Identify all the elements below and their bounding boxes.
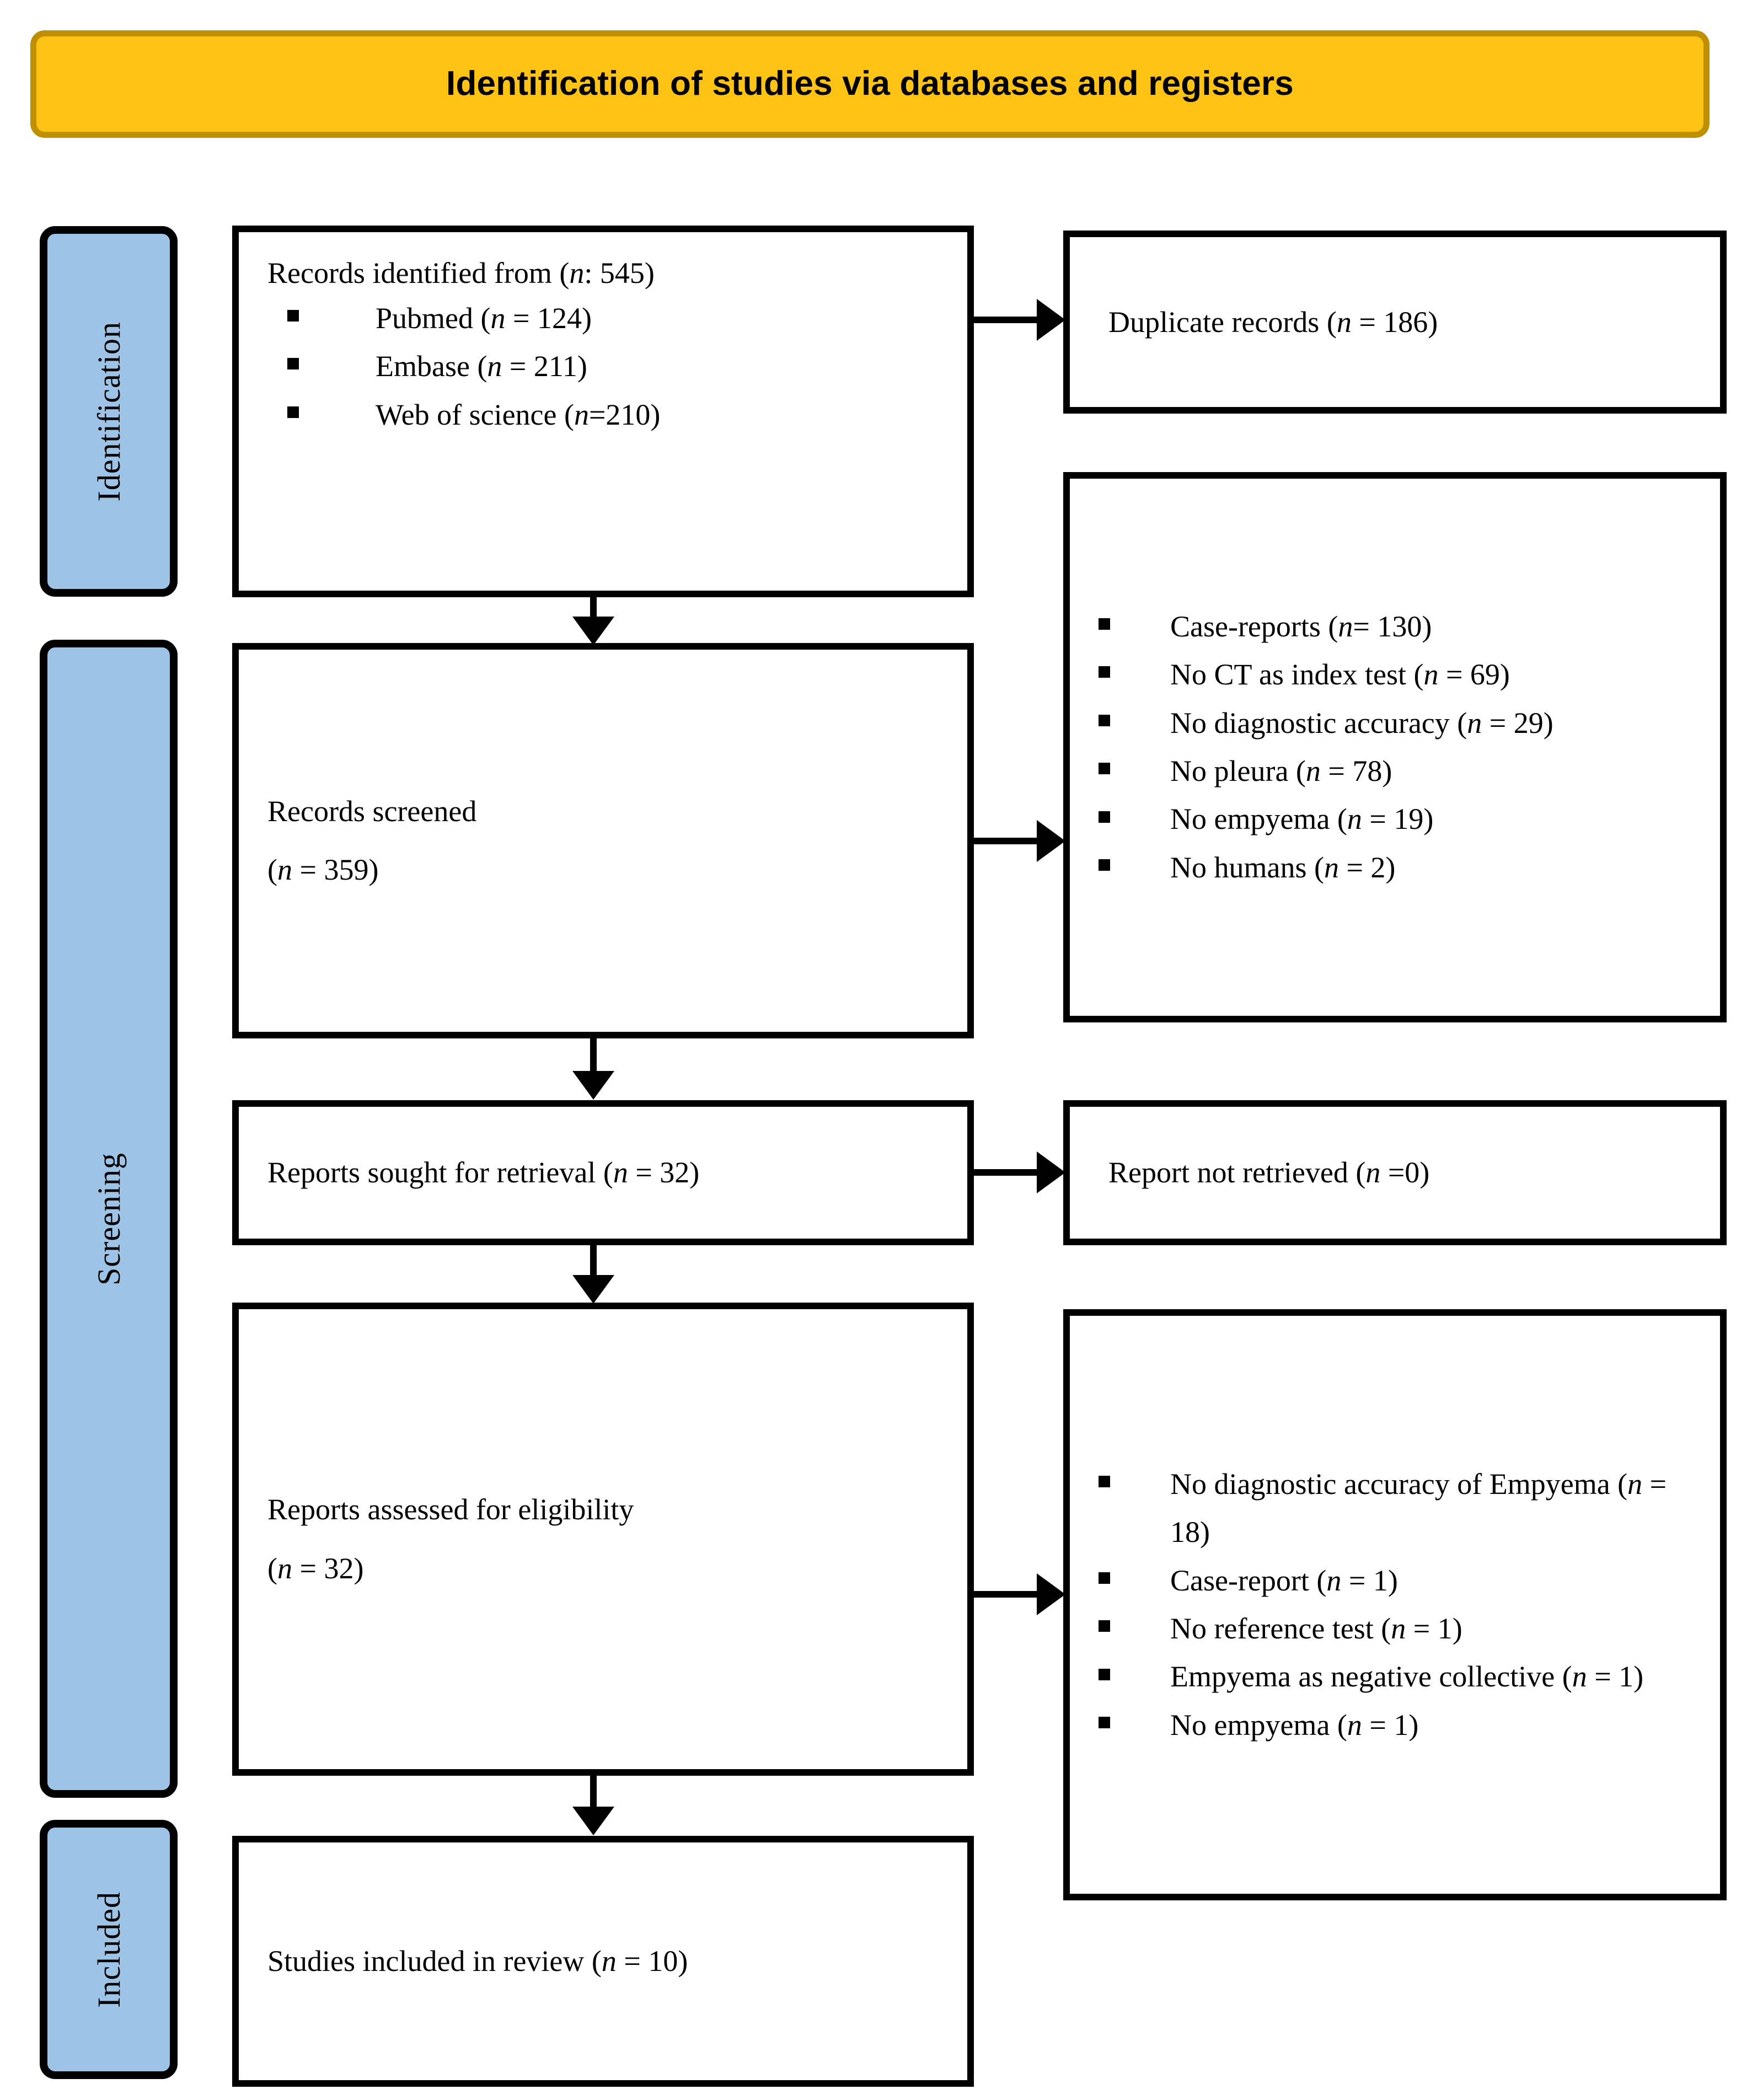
duplicate-records-text: Duplicate records (n = 186) (1108, 305, 1438, 339)
diagram-title: Identification of studies via databases … (446, 65, 1294, 103)
connector-assessed-to-included (590, 1776, 597, 1808)
list-item: Case-reports (n= 130) (1078, 603, 1712, 651)
arrowhead-screened-to-excluded (1037, 820, 1065, 862)
connector-identified-to-duplicates (974, 317, 1042, 323)
list-item: Empyema as negative collective (n = 1) (1078, 1653, 1712, 1701)
box-reports-sought: Reports sought for retrieval (n = 32) (232, 1100, 974, 1245)
arrowhead-sought-to-assessed (572, 1275, 614, 1304)
list-item: No pleura (n = 78) (1078, 747, 1712, 795)
box-duplicate-records: Duplicate records (n = 186) (1063, 231, 1727, 414)
stage-label-included-text: Included (90, 1891, 127, 2008)
arrowhead-assessed-to-included (572, 1807, 614, 1835)
list-item: No humans (n = 2) (1078, 844, 1712, 892)
records-screened-count: (n = 359) (267, 853, 379, 887)
box-report-not-retrieved: Report not retrieved (n =0) (1063, 1100, 1727, 1245)
list-item: No reference test (n = 1) (1078, 1605, 1712, 1653)
records-identified-source-list: Pubmed (n = 124) Embase (n = 211) Web of… (267, 294, 949, 439)
arrowhead-identified-to-duplicates (1037, 299, 1065, 341)
list-item: Embase (n = 211) (267, 342, 949, 390)
list-item: No CT as index test (n = 69) (1078, 651, 1712, 699)
stage-label-screening-text: Screening (90, 1152, 127, 1285)
reports-sought-text: Reports sought for retrieval (n = 32) (267, 1156, 700, 1190)
list-item: No empyema (n = 1) (1078, 1701, 1712, 1749)
arrowhead-identified-to-screened (572, 617, 614, 645)
box-studies-included: Studies included in review (n = 10) (232, 1836, 974, 2087)
records-screened-label: Records screened (267, 794, 477, 828)
connector-identified-to-screened (590, 597, 597, 619)
records-identified-heading: Records identified from (n: 545) (267, 256, 655, 290)
box-records-screened: Records screened (n = 359) (232, 643, 974, 1038)
box-records-excluded: Case-reports (n= 130) No CT as index tes… (1063, 472, 1727, 1022)
diagram-header-banner: Identification of studies via databases … (30, 30, 1710, 138)
eligibility-exclusion-list: No diagnostic accuracy of Empyema (n = 1… (1078, 1460, 1712, 1750)
connector-screened-to-sought (590, 1038, 597, 1073)
connector-sought-to-assessed (590, 1245, 597, 1277)
studies-included-text: Studies included in review (n = 10) (267, 1944, 688, 1978)
list-item: Web of science (n=210) (267, 391, 949, 439)
stage-label-included: Included (40, 1820, 178, 2079)
connector-sought-to-notretrieved (974, 1169, 1042, 1176)
screening-exclusion-list: Case-reports (n= 130) No CT as index tes… (1078, 603, 1712, 892)
arrowhead-screened-to-sought (572, 1071, 614, 1100)
list-item: No diagnostic accuracy of Empyema (n = 1… (1078, 1460, 1712, 1557)
stage-label-identification-text: Identification (90, 321, 127, 502)
box-reports-assessed: Reports assessed for eligibility (n = 32… (232, 1303, 974, 1776)
list-item: No empyema (n = 19) (1078, 795, 1712, 843)
box-records-identified: Records identified from (n: 545) Pubmed … (232, 226, 974, 597)
stage-label-identification: Identification (40, 226, 178, 597)
arrowhead-assessed-to-eligexcluded (1037, 1573, 1065, 1615)
list-item: Case-report (n = 1) (1078, 1557, 1712, 1605)
reports-assessed-label: Reports assessed for eligibility (267, 1493, 634, 1526)
box-reports-excluded: No diagnostic accuracy of Empyema (n = 1… (1063, 1309, 1727, 1900)
connector-screened-to-excluded (974, 838, 1042, 844)
report-not-retrieved-text: Report not retrieved (n =0) (1108, 1156, 1430, 1190)
arrowhead-sought-to-notretrieved (1037, 1151, 1065, 1193)
stage-label-screening: Screening (40, 640, 178, 1798)
reports-assessed-count: (n = 32) (267, 1551, 364, 1585)
list-item: Pubmed (n = 124) (267, 294, 949, 342)
list-item: No diagnostic accuracy (n = 29) (1078, 699, 1712, 747)
connector-assessed-to-eligexcluded (974, 1591, 1042, 1598)
